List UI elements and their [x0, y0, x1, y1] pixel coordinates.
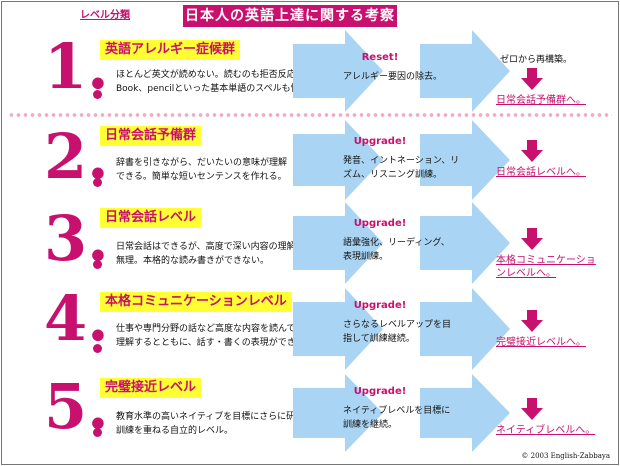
action-description: ネイティブレベルを目標に訓練を継続。 — [343, 406, 451, 430]
action-arrow — [293, 30, 383, 112]
level-dot — [93, 428, 102, 437]
action-arrow — [293, 202, 383, 284]
result-arrow — [420, 30, 510, 112]
action-label: Upgrade! — [353, 218, 407, 229]
goal-link[interactable]: 日常会話予備群へ。 — [496, 95, 586, 106]
level-number: 1. — [44, 30, 109, 103]
level-number: 5. — [44, 370, 109, 443]
down-arrow-icon — [521, 68, 543, 90]
action-arrow — [293, 374, 383, 452]
level-number: 2. — [44, 120, 109, 193]
level-name: 日常会話予備群 — [100, 126, 202, 146]
level-row-4: 4. 本格コミュニケーションレベル 仕事や専門分野の話など高度な内容を読んで理解… — [0, 288, 620, 372]
goal-link[interactable]: 完璧接近レベルへ。 — [496, 337, 586, 348]
action-description: さらなるレベルアップを目指して訓練継続。 — [343, 320, 452, 344]
action-label: Upgrade! — [353, 136, 407, 147]
level-name: 完璧接近レベル — [100, 378, 202, 398]
level-number: 4. — [44, 282, 109, 355]
result-arrow — [420, 202, 510, 284]
result-arrow — [420, 288, 510, 370]
action-label: Upgrade! — [353, 300, 407, 311]
result-arrow — [420, 374, 510, 452]
goal-link[interactable]: ネイティブレベルへ。 — [496, 425, 596, 436]
level-row-1: 1. 英語アレルギー症候群 ほとんど英文が読めない。読むのも拒否反応。Book、… — [0, 30, 620, 114]
level-description: 教育水準の高いネイティブを目標にさらに研鑽・訓練を重ねる自立的レベル。 — [116, 412, 314, 436]
level-row-2: 2. 日常会話予備群 辞書を引きながら、だいたいの意味が理解できる。簡単な短いセ… — [0, 120, 620, 202]
level-row-5: 5. 完璧接近レベル 教育水準の高いネイティブを目標にさらに研鑽・訓練を重ねる自… — [0, 374, 620, 454]
level-dot — [93, 344, 102, 353]
level-name: 本格コミュニケーションレベル — [100, 292, 292, 312]
goal-link[interactable]: 日常会話レベルへ。 — [496, 167, 586, 178]
action-description: 語彙強化、リーディング、表現訓練。 — [343, 238, 450, 262]
copyright: © 2003 English-Zabbaya — [521, 452, 610, 460]
level-number: 3. — [44, 202, 109, 275]
action-label: Reset! — [361, 52, 399, 63]
level-dot — [93, 90, 102, 99]
down-arrow-icon — [521, 310, 543, 332]
down-arrow-icon — [521, 140, 543, 162]
down-arrow-icon — [521, 398, 543, 420]
action-arrow — [293, 120, 383, 200]
page-title: 日本人の英語上達に関する考察 — [183, 5, 397, 27]
level-dot — [93, 178, 102, 187]
level-description: ほとんど英文が読めない。読むのも拒否反応。Book、pencilといった基本単語… — [116, 70, 327, 94]
goal-note: ゼロから再構築。 — [500, 55, 573, 65]
action-description: アレルギー要因の除去。 — [343, 72, 443, 82]
down-arrow-icon — [521, 228, 543, 250]
level-name: 日常会話レベル — [100, 208, 202, 228]
goal-link[interactable]: 本格コミュニケーションレベルへ。 — [496, 255, 596, 279]
result-arrow — [420, 120, 510, 200]
action-description: 発音、イントネーション、リズム、リスニング訓練。 — [343, 156, 460, 180]
level-dot — [93, 260, 102, 269]
level-row-3: 3. 日常会話レベル 日常会話はできるが、高度で深い内容の理解は無理。本格的な読… — [0, 202, 620, 286]
level-name: 英語アレルギー症候群 — [100, 40, 241, 60]
action-arrow — [293, 288, 383, 370]
level-classification-label: レベル分類 — [80, 10, 130, 21]
level-description: 辞書を引きながら、だいたいの意味が理解できる。簡単な短いセンテンスを作れる。 — [116, 158, 288, 182]
level-description: 日常会話はできるが、高度で深い内容の理解は無理。本格的な読み書きができない。 — [116, 242, 305, 266]
level-description: 仕事や専門分野の話など高度な内容を読んで理解するとともに、話す・書くの表現ができ… — [116, 324, 314, 348]
separator-dots — [8, 113, 612, 117]
action-label: Upgrade! — [353, 386, 407, 397]
